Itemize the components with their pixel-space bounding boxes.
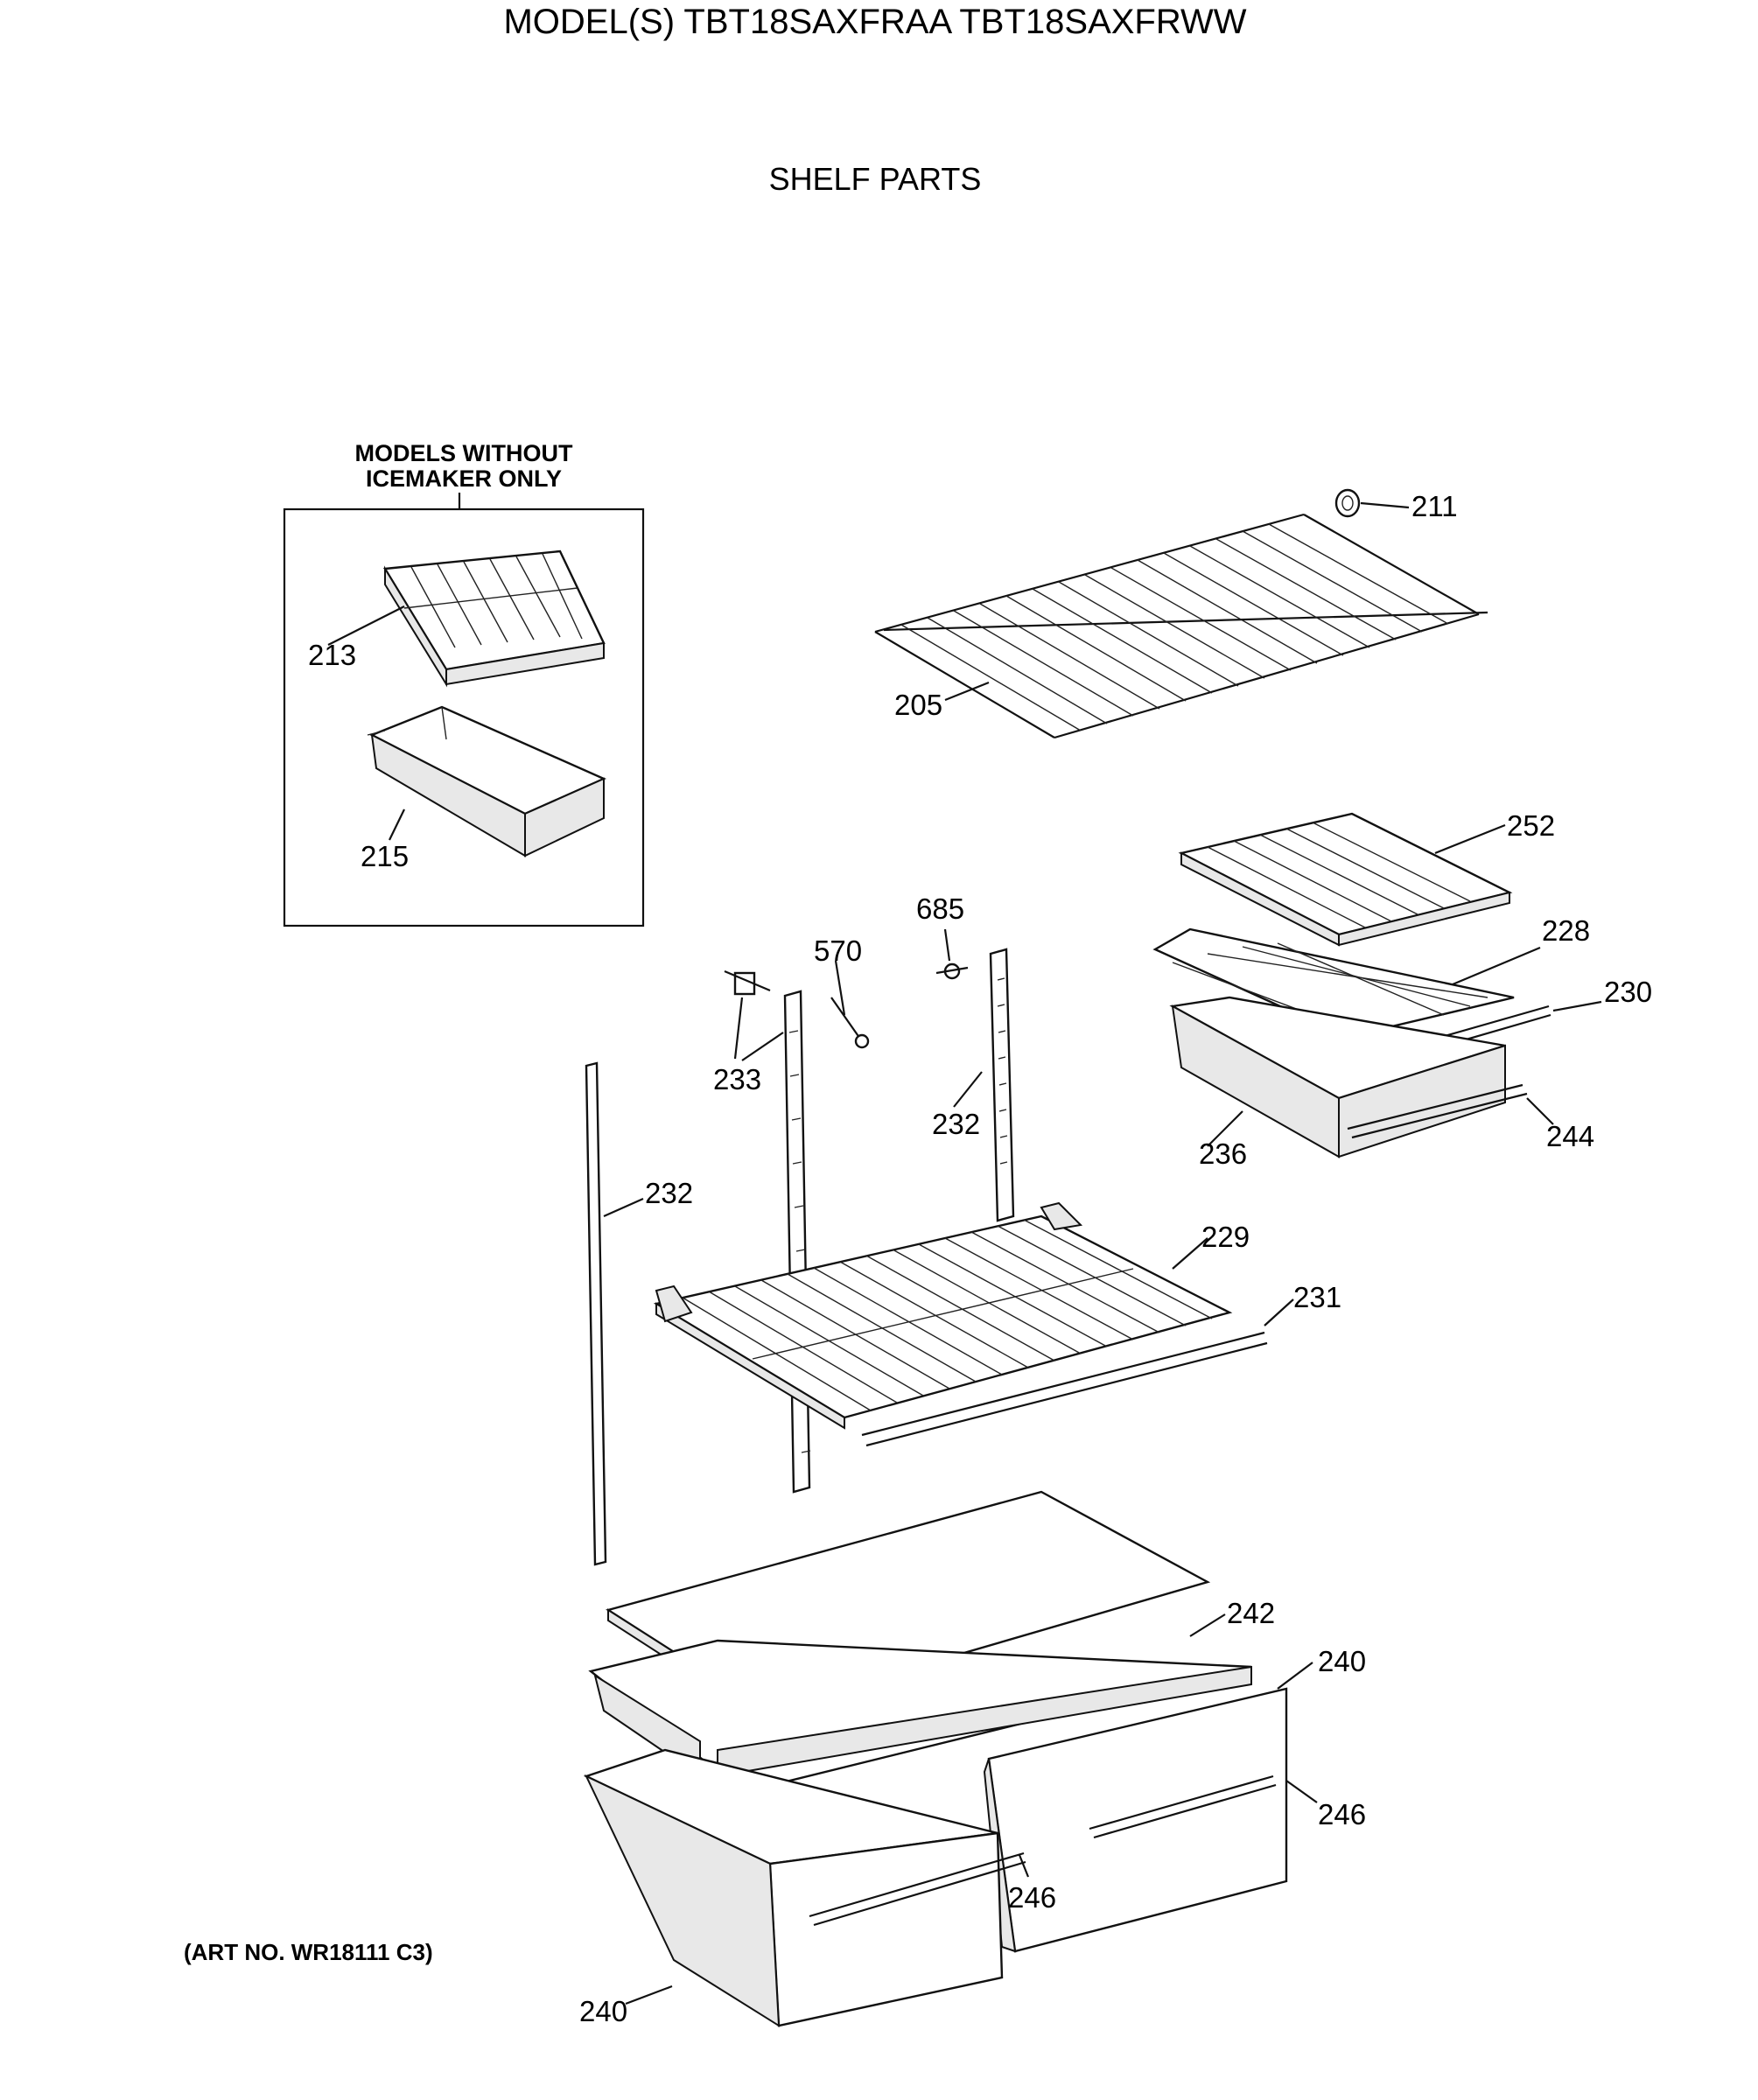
callout-570: 570 — [814, 934, 862, 967]
wire-shelf-205 — [874, 513, 1488, 739]
inset-label-line1: MODELS WITHOUT — [355, 440, 573, 466]
art-number: (ART NO. WR18111 C3) — [184, 1939, 433, 1965]
cover-252 — [1178, 812, 1513, 947]
callout-231: 231 — [1293, 1281, 1341, 1313]
clip-211 — [1334, 488, 1361, 518]
wire-shelf-229 — [653, 1201, 1233, 1430]
callout-232-left: 232 — [645, 1177, 693, 1209]
crisper-pan-236 — [1169, 996, 1506, 1158]
callout-233: 233 — [713, 1063, 761, 1096]
callout-244: 244 — [1546, 1120, 1594, 1152]
callout-252: 252 — [1507, 809, 1555, 842]
callout-211: 211 — [1411, 490, 1458, 522]
callout-685: 685 — [916, 892, 964, 925]
shelf-rail-232-center — [989, 948, 1015, 1222]
callout-230: 230 — [1604, 976, 1652, 1008]
callout-232-center: 232 — [932, 1108, 980, 1140]
callout-205: 205 — [894, 689, 942, 721]
callout-242: 242 — [1227, 1597, 1275, 1629]
pan-240-right — [983, 1687, 1288, 1953]
shelf-rail-232-left — [585, 1061, 607, 1566]
screw-570 — [830, 997, 870, 1049]
callout-215: 215 — [361, 840, 409, 872]
callout-213: 213 — [308, 639, 356, 671]
inset-label-line2: ICEMAKER ONLY — [366, 466, 562, 492]
bracket-233 — [724, 970, 771, 996]
shelf-rail-left — [783, 990, 811, 1494]
screw-685 — [935, 962, 969, 980]
ice-tray-213 — [382, 550, 606, 688]
callout-229: 229 — [1201, 1221, 1250, 1253]
pan-frame — [588, 1639, 1252, 1794]
section-title: SHELF PARTS — [769, 161, 982, 197]
callout-240-right: 240 — [1318, 1645, 1366, 1677]
callout-246-right: 246 — [1318, 1798, 1366, 1830]
inset-box: MODELS WITHOUT ICEMAKER ONLY — [283, 440, 645, 928]
ice-bin-215 — [367, 705, 606, 858]
callout-246-left: 246 — [1008, 1881, 1056, 1914]
callout-240-left: 240 — [579, 1995, 627, 2027]
callout-236: 236 — [1199, 1138, 1247, 1170]
callout-228: 228 — [1542, 914, 1590, 947]
model-title: MODEL(S) TBT18SAXFRAA TBT18SAXFRWW — [503, 3, 1246, 41]
pan-240-left — [583, 1748, 1026, 2027]
